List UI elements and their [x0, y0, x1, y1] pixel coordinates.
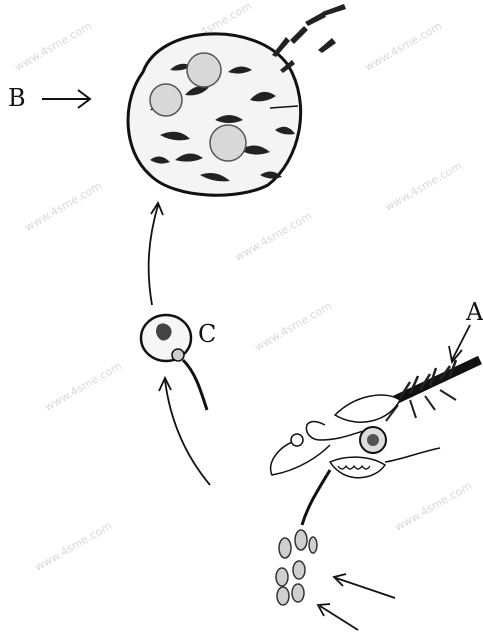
label-c: C [198, 322, 216, 346]
oocyst-cluster [276, 530, 317, 605]
arrow-c-to-b [149, 203, 163, 305]
label-a: A [466, 300, 483, 324]
arrow-cluster-2 [318, 604, 358, 630]
arrow-b [42, 90, 90, 108]
arrow-a [449, 325, 470, 362]
arrow-cluster-1 [334, 574, 395, 598]
cell-b [128, 4, 346, 195]
insect-a [271, 360, 480, 525]
label-b: B [8, 86, 26, 110]
